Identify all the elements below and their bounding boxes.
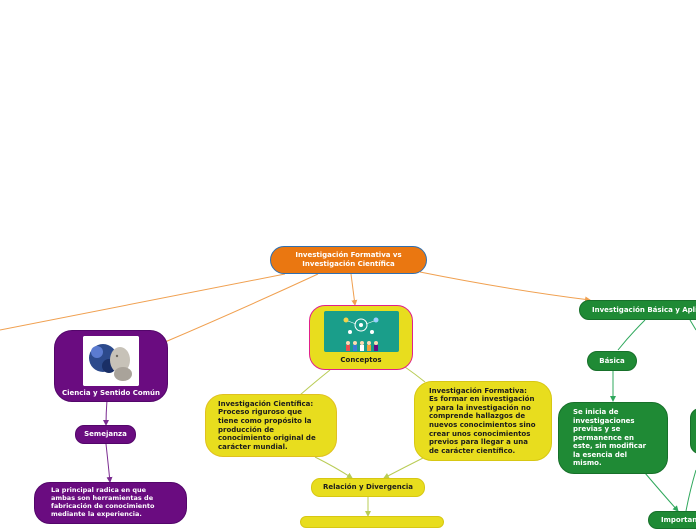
central-topic-label: Investigación Formativa vs Investigación… [295, 251, 402, 268]
basica-node[interactable]: Básica [587, 351, 637, 371]
connector-basica-importancia [644, 472, 679, 512]
connector-central-ciencia [164, 273, 319, 343]
connector-right-importancia [685, 469, 696, 512]
ciencia-sentido-comun-node[interactable]: Ciencia y Sentido Común [54, 330, 168, 402]
formativa-definition-text: Investigación Formativa: Es formar en in… [429, 386, 536, 455]
cientifica-definition-text: Investigación Científica: Proceso riguro… [218, 399, 316, 451]
basica-aplicada-label: Investigación Básica y Aplicada [592, 305, 696, 314]
connector-cientifica-relacion [314, 456, 353, 479]
connector-central-basica-aplicada [419, 271, 591, 303]
basica-text: Se inicia de investigaciones previas y s… [573, 408, 647, 468]
connector-semejanza-text [105, 443, 113, 483]
importancia-label: Importanci [661, 515, 696, 524]
basica-label: Básica [599, 356, 625, 365]
cientifica-definition-node[interactable]: Investigación Científica: Proceso riguro… [205, 394, 337, 457]
semejanza-node[interactable]: Semejanza [75, 425, 136, 444]
importancia-node[interactable]: Importanci [648, 511, 696, 529]
conceptos-node[interactable]: Conceptos [309, 305, 413, 370]
semejanza-text: La principal radica en que ambas son her… [51, 486, 155, 518]
relacion-divergencia-label: Relación y Divergencia [322, 483, 414, 492]
thinker-statue-icon [83, 336, 139, 387]
connector-formativa-relacion [383, 456, 426, 479]
central-topic-node[interactable]: Investigación Formativa vs Investigación… [270, 246, 427, 274]
conceptos-label: Conceptos [340, 356, 382, 365]
connector-ciencia-semejanza [103, 399, 110, 426]
connector-basica-aplicada-basica [617, 319, 646, 351]
connector-basica-aplicada-right [689, 319, 696, 331]
formativa-definition-node[interactable]: Investigación Formativa: Es formar en in… [414, 381, 552, 461]
semejanza-label: Semejanza [84, 430, 127, 439]
connector-conceptos-cientifica [299, 369, 331, 396]
connector-central-left [0, 273, 286, 331]
connector-central-conceptos [350, 273, 358, 306]
basica-text-node[interactable]: Se inicia de investigaciones previas y s… [558, 402, 668, 474]
semejanza-text-node[interactable]: La principal radica en que ambas son her… [34, 482, 187, 524]
basica-aplicada-node[interactable]: Investigación Básica y Aplicada [579, 300, 696, 320]
connector-conceptos-formativa [404, 366, 426, 383]
ciencia-sentido-comun-label: Ciencia y Sentido Común [62, 389, 160, 398]
partial-yellow-node[interactable] [300, 516, 444, 528]
partial-green-node-right[interactable] [690, 408, 696, 454]
people-network-icon [323, 311, 399, 353]
relacion-divergencia-node[interactable]: Relación y Divergencia [311, 478, 425, 497]
